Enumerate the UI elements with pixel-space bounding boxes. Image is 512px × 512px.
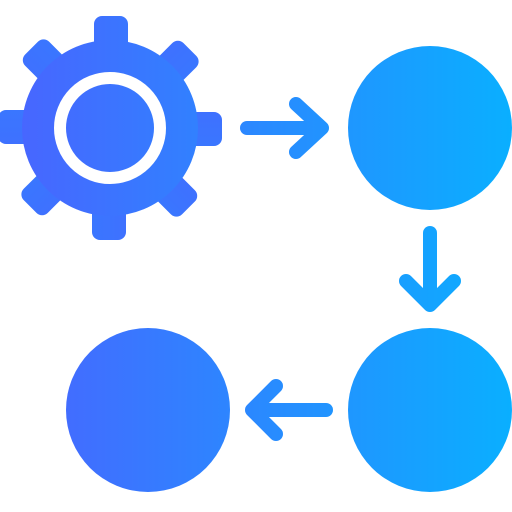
gear-hub <box>70 88 150 168</box>
circle-node-bottom-right <box>348 328 512 492</box>
arrow-down-icon <box>399 226 461 312</box>
arrow-right-icon <box>240 97 329 159</box>
circle-node-top-right <box>348 46 512 210</box>
gear-ring <box>54 72 166 184</box>
arrow-left-icon <box>245 379 333 441</box>
circle-node-bottom-left <box>66 328 230 492</box>
gear-icon <box>0 16 222 240</box>
